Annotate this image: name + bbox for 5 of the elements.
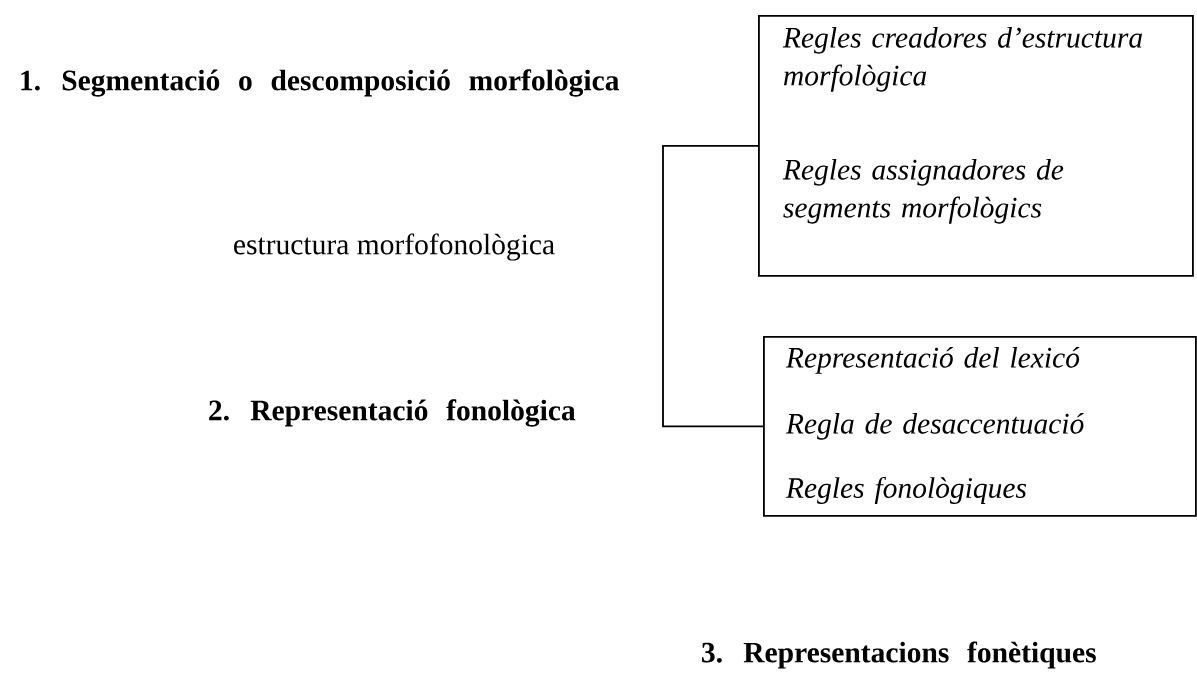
bracket-connector xyxy=(662,145,764,428)
level-label: estructura morfofonològica xyxy=(234,233,555,261)
step-heading: 1. Segmentació o descomposició morfològica xyxy=(21,69,619,97)
step-heading: 3. Representacions fonètiques xyxy=(702,641,1096,669)
step-heading: 2. Representació fonològica xyxy=(209,399,576,427)
